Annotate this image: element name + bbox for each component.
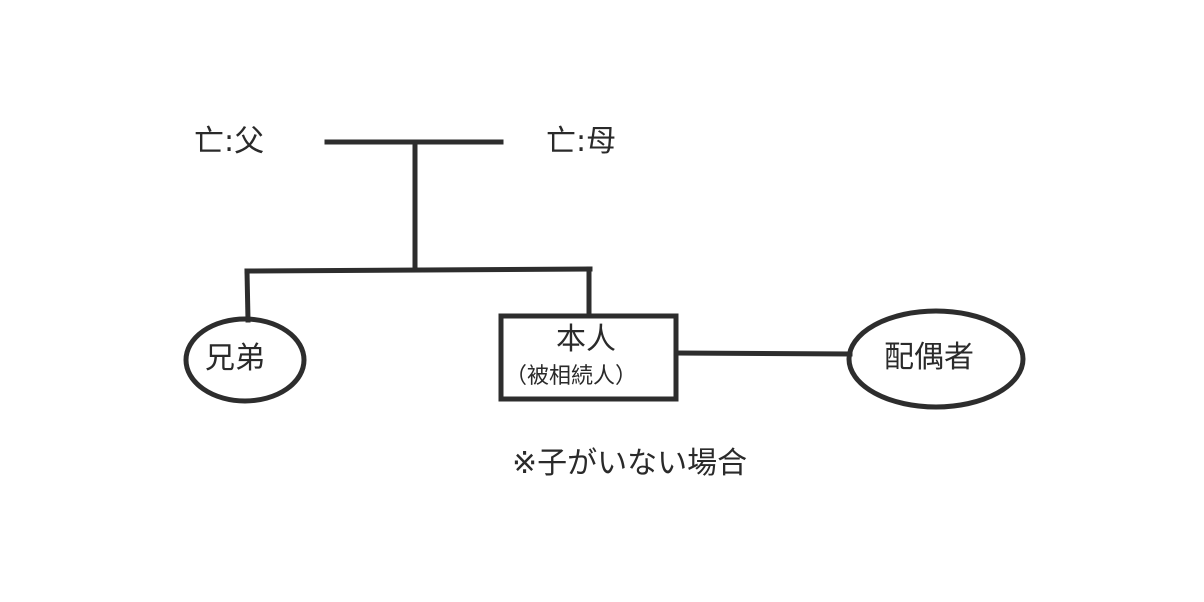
self-sublabel: （被相続人）: [505, 364, 638, 389]
sibling-label: 兄弟: [205, 341, 265, 376]
self-node-shape: [498, 313, 679, 402]
father-label: 亡:父: [194, 124, 265, 159]
sibling-bar-line: [244, 266, 593, 274]
sibling-drop-line: [244, 268, 251, 323]
spouse-marriage-line: [673, 350, 853, 357]
mother-label: 亡:母: [546, 124, 617, 159]
spouse-label: 配偶者: [884, 340, 974, 375]
note-text: ※子がいない場合: [512, 446, 748, 481]
self-label: 本人: [556, 322, 616, 357]
sibling-node-shape: [183, 316, 307, 404]
spouse-node-shape: [846, 308, 1026, 410]
